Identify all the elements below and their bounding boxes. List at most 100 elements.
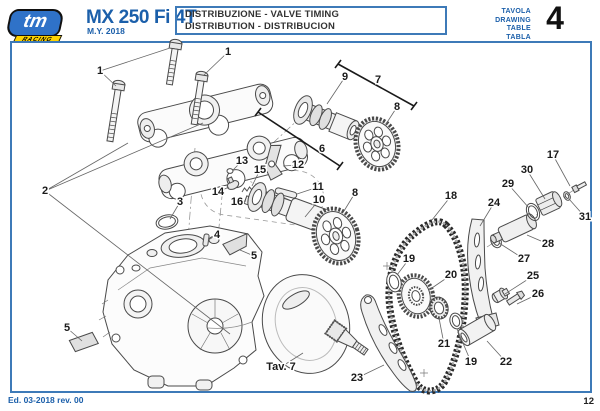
leader-line (217, 186, 230, 193)
table-label-fr: TABLE (506, 25, 531, 32)
callout-11: 11 (312, 181, 324, 193)
leader-line (456, 328, 472, 363)
exhaust-camshaft (293, 95, 360, 141)
leader-line (203, 51, 229, 76)
holder-bolt (190, 70, 209, 126)
callout-31: 31 (579, 211, 591, 223)
callout-8: 8 (352, 187, 358, 199)
leader-line (428, 274, 452, 291)
leader-line (232, 160, 243, 171)
callout-19: 19 (403, 253, 415, 265)
leader-line (326, 76, 346, 105)
timing-chain (383, 218, 469, 395)
model-title: MX 250 Fi 4T (86, 7, 197, 28)
callout-5: 5 (251, 250, 257, 262)
table-label: TAVOLA DRAWING TABLE TABLA (455, 8, 531, 42)
callout-27: 27 (518, 253, 530, 265)
blade-pivot-collar (491, 287, 511, 304)
callout-6: 6 (319, 143, 325, 155)
table-label-es: TABLA (506, 33, 531, 41)
callout-26: 26 (532, 288, 544, 300)
callout-16: 16 (231, 196, 243, 208)
leader-line (99, 70, 117, 87)
leader-line (282, 164, 299, 167)
callout-18: 18 (445, 190, 457, 202)
snap-ring (226, 168, 234, 174)
leader-line (236, 200, 247, 203)
leader-line (396, 258, 410, 276)
leader-line (507, 183, 530, 209)
callout-29: 29 (502, 178, 514, 190)
cylinder-head (98, 225, 265, 391)
leader-line (552, 154, 571, 187)
edition-note: Ed. 03-2018 rev. 00 (8, 395, 84, 405)
leader-line (66, 327, 83, 342)
cam-sprocket-intake (311, 206, 361, 266)
tensioner-body (490, 213, 537, 244)
decompressor-seat (226, 176, 240, 190)
leader-line (516, 293, 539, 305)
callout-layer: 1123455678891011121314151617181919202122… (40, 45, 592, 386)
callout-10: 10 (313, 194, 325, 206)
dowel-pin (202, 233, 210, 247)
callout-2: 2 (42, 185, 48, 197)
callout-19: 19 (465, 356, 477, 368)
callout-Tav-7: Tav. 7 (266, 361, 296, 373)
decompressor-lever (264, 144, 283, 181)
leader-line (356, 364, 385, 379)
leader-line (479, 202, 495, 227)
leader-line (431, 195, 452, 221)
leader-line (251, 169, 261, 187)
spacer-sleeve (457, 313, 497, 347)
leader-line (44, 122, 204, 192)
callout-14: 14 (212, 186, 225, 198)
tensioner-cap (535, 191, 563, 216)
leader-line (304, 199, 320, 218)
callout-17: 17 (547, 149, 559, 161)
callout-23: 23 (351, 372, 363, 384)
camshaft-holder-upper (137, 83, 274, 148)
leader-line (239, 249, 255, 257)
holder-bolt (165, 38, 183, 86)
half-moon-seal (68, 331, 100, 353)
callout-28: 28 (542, 238, 554, 250)
cap-washer (563, 191, 571, 201)
leader-line (526, 169, 546, 200)
callout-15: 15 (254, 164, 266, 176)
half-moon-seal (222, 232, 248, 256)
needle-bearing (429, 296, 449, 320)
head-oring (155, 214, 179, 230)
drawing-title-box: DISTRIBUZIONE - VALVE TIMING DISTRIBUTIO… (175, 6, 447, 35)
leader-line (504, 275, 534, 295)
callout-5: 5 (64, 322, 70, 334)
callout-3: 3 (177, 196, 183, 208)
blade-pivot-bolt (505, 290, 526, 306)
callout-25: 25 (527, 270, 539, 282)
ref-line-7 (334, 59, 418, 111)
holder-bolt (106, 79, 126, 143)
leader-line (169, 201, 181, 220)
callout-30: 30 (521, 164, 533, 176)
model-year: M.Y. 2018 (87, 26, 125, 36)
leader-line (44, 142, 129, 192)
callout-12: 12 (292, 159, 304, 171)
callout-22: 22 (500, 356, 512, 368)
crankshaft (261, 274, 369, 374)
callout-1: 1 (225, 46, 231, 58)
drawing-title-line2: DISTRIBUTION - DISTRIBUCION (185, 20, 336, 32)
thrust-washer (386, 271, 402, 293)
chain-guide (360, 294, 417, 392)
callout-9: 9 (342, 71, 348, 83)
table-label-en: DRAWING (495, 16, 531, 24)
callout-1: 1 (97, 65, 103, 77)
tensioner-oring-large (525, 202, 541, 222)
leader-line (207, 234, 218, 241)
drawing-title-line1: DISTRIBUZIONE - VALVE TIMING (185, 9, 340, 20)
leader-line (296, 186, 319, 195)
leader-line (498, 242, 525, 260)
callout-8: 8 (394, 101, 400, 113)
table-number: 4 (546, 0, 564, 36)
thrust-washer (449, 312, 463, 330)
